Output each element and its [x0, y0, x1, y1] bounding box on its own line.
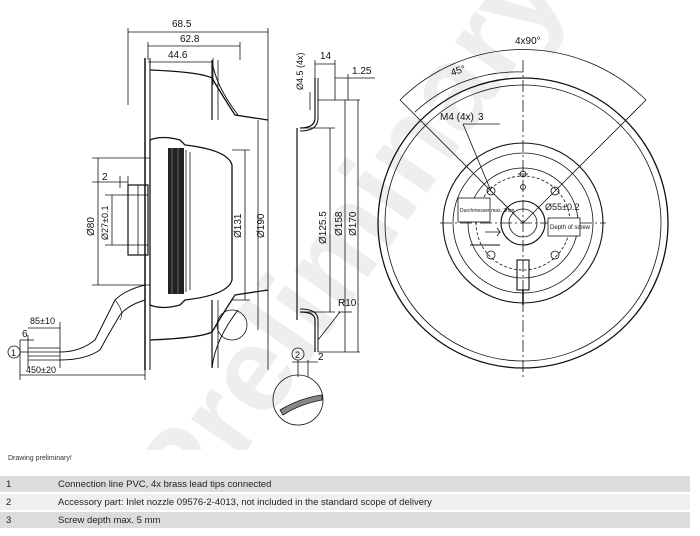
callout-2: 2 [295, 350, 300, 360]
dim-85: 85±10 [30, 316, 55, 326]
legend-num: 3 [0, 512, 52, 528]
technical-drawing: Preliminary [7, 0, 669, 450]
dim-dia27: Ø27±0.1 [100, 206, 110, 240]
dim-m4-thread: M4 (4x) [440, 112, 474, 123]
legend-text: Connection line PVC, 4x brass lead tips … [52, 476, 690, 492]
dim-1-25: 1.25 [352, 66, 372, 77]
dim-dia55: Ø55±0.2 [545, 202, 579, 212]
dim-14: 14 [320, 51, 332, 62]
legend-row: 2 Accessory part: Inlet nozzle 09576-2-4… [0, 494, 690, 510]
dim-62-8: 62.8 [180, 34, 200, 45]
drawing-note: Drawing preliminary! [8, 455, 72, 462]
side-view [7, 28, 269, 380]
dim-68-5: 68.5 [172, 19, 192, 30]
legend-text: Screw depth max. 5 mm [52, 512, 690, 528]
legend-text: Accessory part: Inlet nozzle 09576-2-401… [52, 494, 690, 510]
dim-angle-4x90: 4x90° [515, 36, 541, 47]
legend-num: 1 [0, 476, 52, 492]
front-view [377, 49, 669, 380]
nozzle-view [272, 60, 375, 426]
callout-3: 3 [478, 112, 484, 123]
label-depth-of-screw: Depth of screw [550, 225, 591, 231]
legend-table: 1 Connection line PVC, 4x brass lead tip… [0, 474, 690, 530]
dim-dia190: Ø190 [256, 213, 267, 238]
dim-dia4-5: Ø4.5 (4x) [295, 52, 305, 90]
legend-row: 1 Connection line PVC, 4x brass lead tip… [0, 476, 690, 492]
dim-dia131: Ø131 [233, 213, 244, 238]
dim-r10: R10 [338, 298, 357, 309]
dim-2-side: 2 [102, 172, 108, 183]
legend-num: 2 [0, 494, 52, 510]
dim-dia80: Ø80 [86, 217, 97, 236]
callout-1: 1 [11, 348, 16, 358]
legend-row: 3 Screw depth max. 5 mm [0, 512, 690, 528]
dim-angle-45: 45° [450, 64, 468, 79]
label-rotation-diameter: Durchmesser max. 3mm [460, 208, 514, 214]
dim-2-nozzle: 2 [318, 352, 324, 363]
dim-dia125-5: Ø125.5 [318, 211, 329, 244]
dim-450: 450±20 [26, 365, 56, 375]
dim-dia170: Ø170 [348, 211, 359, 236]
dim-44-6: 44.6 [168, 50, 188, 61]
dim-dia158: Ø158 [334, 211, 345, 236]
dim-6: 6 [22, 329, 28, 340]
